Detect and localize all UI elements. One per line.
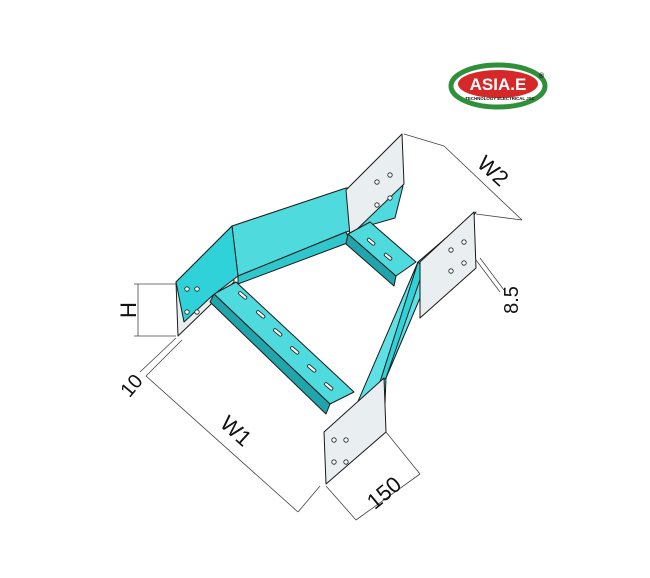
- rung-long-edge: [209, 293, 331, 415]
- logo-registered-mark: ®: [539, 72, 545, 80]
- dim-w1-label: W1: [215, 411, 256, 452]
- rung-short-edge: [345, 233, 397, 287]
- logo-brand: ASIA.E: [470, 75, 527, 94]
- company-logo: ASIA.E ® TECHNOLOGY ELECTRICAL JSC: [448, 62, 548, 110]
- rung-long: [213, 281, 355, 405]
- top-right-flange: [345, 133, 405, 237]
- dimension-lines: [134, 133, 523, 521]
- tray-body: [175, 133, 477, 485]
- dim-w2-label: W2: [472, 151, 513, 192]
- dim-h-label: H: [116, 302, 141, 318]
- dim-150-label: 150: [362, 471, 406, 514]
- dim-8-5-label: 8.5: [501, 286, 523, 314]
- rung-slots: [238, 237, 393, 391]
- left-sidewall: [175, 225, 239, 323]
- logo-tagline: TECHNOLOGY ELECTRICAL JSC: [465, 96, 535, 101]
- bolt-holes: [184, 172, 467, 465]
- dim-10-label: 10: [116, 370, 147, 401]
- right-flange: [419, 211, 477, 319]
